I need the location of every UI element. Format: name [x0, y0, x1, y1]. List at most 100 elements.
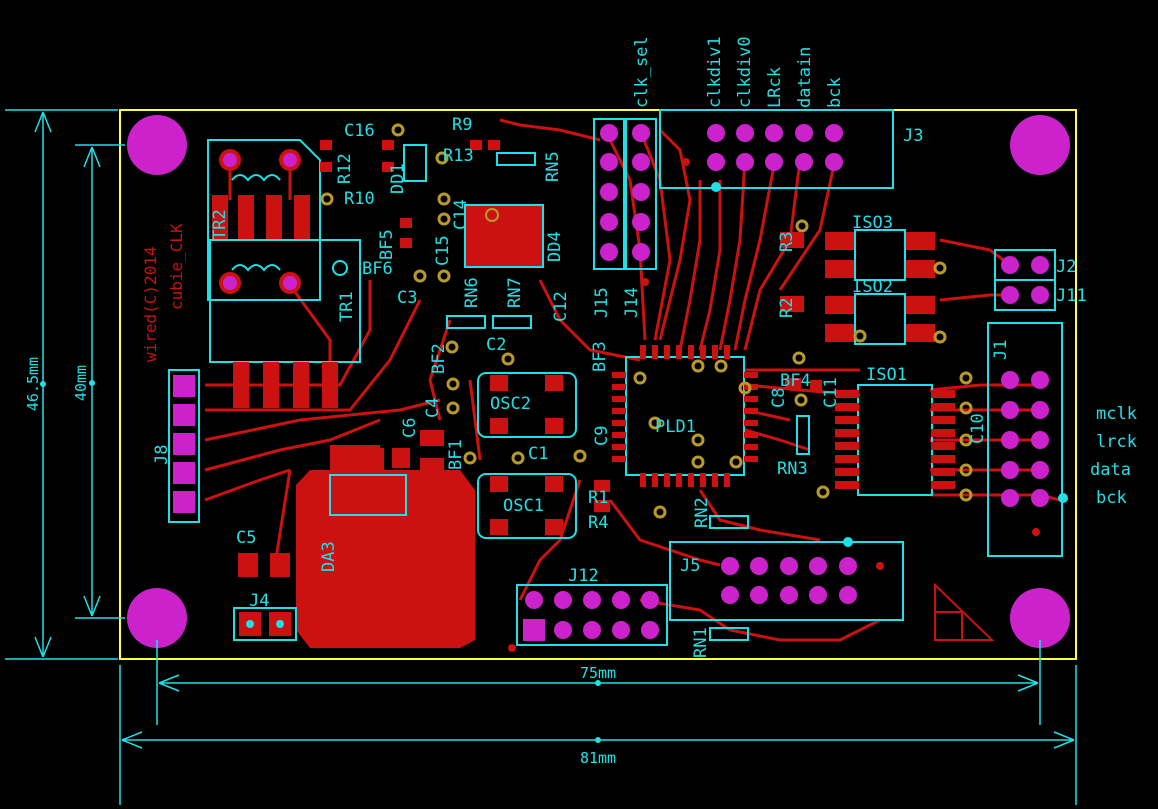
j14-outline — [625, 118, 657, 270]
da3-pad-left — [330, 448, 348, 468]
label-r12: R12 — [335, 153, 355, 184]
c5-pad2 — [270, 553, 290, 577]
label-iso3: ISO3 — [852, 213, 893, 233]
label-r13: R13 — [443, 146, 474, 166]
label-c3: C3 — [397, 288, 417, 308]
tr1-coil — [231, 264, 281, 272]
label-c12: C12 — [551, 291, 571, 322]
iso3-outline — [854, 229, 906, 281]
dimension-dots — [40, 380, 601, 743]
label-r3: R3 — [777, 232, 797, 252]
transformer-pads — [219, 149, 301, 294]
dim-width-outer: 81mm — [580, 749, 616, 767]
label-tr2: TR2 — [210, 209, 230, 240]
iso2-outline — [854, 293, 906, 345]
designators: J3 J2 J11 J1 J5 J12 J4 C5 J8 TR2 TR1 DA3… — [152, 115, 1087, 658]
j5-outline — [669, 541, 904, 621]
osc1-outline — [477, 473, 577, 539]
signal-clkdiv1: clkdiv1 — [705, 36, 725, 108]
label-c14: C14 — [451, 199, 471, 230]
label-c16: C16 — [344, 121, 375, 141]
dim-height-outer: 46.5mm — [24, 357, 42, 411]
label-j15: J15 — [592, 287, 612, 318]
vias — [320, 123, 973, 519]
tr2-outline — [207, 139, 321, 301]
label-r9: R9 — [452, 115, 472, 135]
da3-pad-mid — [356, 448, 384, 470]
j3-pads — [707, 124, 843, 171]
j15-outline — [593, 118, 625, 270]
label-osc1: OSC1 — [503, 496, 544, 516]
label-r4: R4 — [588, 513, 608, 533]
label-c5: C5 — [236, 528, 256, 548]
signal-datain: datain — [795, 47, 815, 108]
osc2-outline — [477, 372, 577, 438]
signal-bck-top: bck — [825, 77, 845, 108]
j3-outline — [659, 109, 894, 189]
j4-hole2 — [276, 620, 284, 628]
label-bf4: BF4 — [780, 371, 811, 391]
label-dd4: DD4 — [545, 231, 565, 262]
j12-pads — [523, 591, 659, 641]
dim-width-inner: 75mm — [580, 664, 616, 682]
dd4-body — [464, 204, 544, 268]
label-j12: J12 — [568, 566, 599, 586]
pld1-outline — [625, 356, 745, 476]
label-c8: C8 — [769, 388, 789, 408]
iso1-pads — [835, 390, 955, 489]
label-c6: C6 — [400, 418, 420, 438]
label-bf3: BF3 — [590, 341, 610, 372]
iso2-iso3-pads — [825, 232, 935, 342]
label-j3: J3 — [903, 126, 923, 146]
label-c10: C10 — [968, 413, 988, 444]
j11-outline — [994, 279, 1056, 311]
fiducial-triangle — [934, 582, 995, 641]
j14-j15-pads — [600, 124, 650, 261]
credit-text: wired(C)2014 — [141, 246, 160, 362]
da3-pad-right — [392, 448, 410, 468]
label-bf1: BF1 — [446, 439, 466, 470]
label-osc2: OSC2 — [490, 394, 531, 414]
label-tr1: TR1 — [337, 291, 357, 322]
label-pld1: PLD1 — [655, 417, 696, 437]
signal-lrck: LRck — [765, 67, 785, 108]
j4-outline — [233, 607, 297, 641]
label-c4: C4 — [423, 398, 443, 418]
dd1-body — [403, 144, 427, 182]
label-rn2: RN2 — [692, 497, 712, 528]
j4-hole1 — [246, 620, 254, 628]
j1-pads — [1001, 371, 1049, 507]
j2-j11-pads — [1001, 256, 1049, 304]
label-c1: C1 — [528, 444, 548, 464]
signal-lrck-right: lrck — [1096, 432, 1137, 452]
dd4-pin1-via — [485, 208, 499, 222]
j3-marker — [711, 182, 721, 192]
label-j5: J5 — [680, 556, 700, 576]
label-iso2: ISO2 — [852, 277, 893, 297]
tr2-pads — [212, 195, 310, 240]
label-da3: DA3 — [319, 541, 339, 572]
signal-clkdiv0: clkdiv0 — [735, 36, 755, 108]
label-rn7: RN7 — [505, 277, 525, 308]
label-dd1: DD1 — [388, 163, 408, 194]
j1-outline — [987, 322, 1063, 557]
label-j1: J1 — [991, 340, 1011, 360]
label-bf5: BF5 — [377, 229, 397, 260]
iso1-outline — [857, 384, 933, 496]
label-r2: R2 — [777, 298, 797, 318]
label-bf6: BF6 — [362, 259, 393, 279]
c5-pad1 — [238, 553, 258, 577]
tr1-pin1-mark — [332, 260, 348, 276]
label-c9: C9 — [592, 426, 612, 446]
mounting-holes — [127, 115, 1070, 648]
label-j2: J2 — [1056, 257, 1076, 277]
signal-bck-right: bck — [1096, 488, 1127, 508]
osc-pads — [490, 375, 563, 535]
j12-outline — [516, 584, 668, 646]
label-r10: R10 — [344, 189, 375, 209]
da3-outline — [329, 474, 407, 516]
j5-marker — [843, 537, 853, 547]
label-c11: C11 — [821, 377, 841, 408]
